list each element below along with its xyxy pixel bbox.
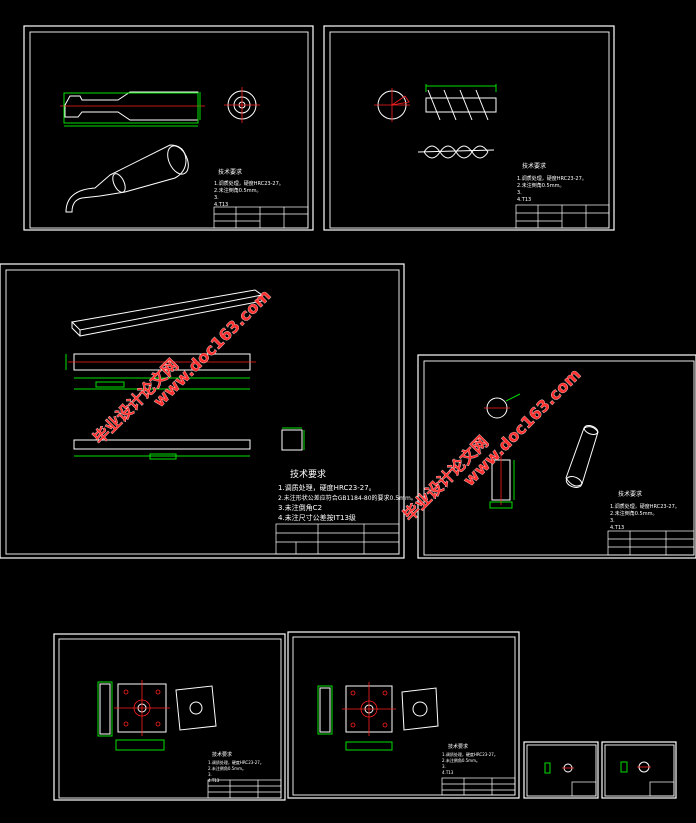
note-line: 2.未注倒角0.5mm。 — [442, 757, 480, 763]
sheet-2: 技术要求 1.调质处理，硬度HRC23-27。 2.未注倒角0.5mm。 3. … — [323, 25, 615, 231]
note-line: 3. — [517, 190, 522, 196]
rail-front-view — [65, 353, 256, 390]
note-line: 4.未注尺寸公差按IT13级 — [278, 513, 356, 522]
title-block — [275, 523, 400, 555]
plate-top-view — [115, 739, 165, 751]
notes-heading: 技术要求 — [522, 162, 546, 170]
note-line: 4.T13 — [214, 202, 228, 208]
note-line: 1.调质处理，硬度HRC23-27。 — [517, 175, 587, 182]
watermark-url-text: www.doc163.com — [459, 365, 584, 490]
technical-notes-4: 技术要求 1.调质处理，硬度HRC23-27。 2.未注倒角0.5mm。 3. … — [610, 490, 680, 531]
technical-notes-3: 技术要求 1.调质处理，硬度HRC23-27。 2.未注形状公差应符合GB118… — [278, 468, 417, 522]
notes-heading: 技术要求 — [290, 468, 326, 480]
notes-heading: 技术要求 — [212, 751, 232, 758]
note-line: 3. — [610, 518, 615, 524]
note-line: 1.调质处理，硬度HRC23-27。 — [214, 180, 284, 187]
title-block — [213, 206, 309, 229]
rail-section-view — [281, 427, 305, 451]
note-line: 3. — [442, 764, 446, 769]
note-line: 3. — [214, 195, 219, 201]
notes-heading: 技术要求 — [618, 490, 642, 498]
notes-heading: 技术要求 — [448, 743, 468, 750]
sleeve-3d-view — [565, 425, 599, 488]
plate-section-view — [97, 681, 113, 737]
note-line: 1.调质处理，硬度HRC23-27。 — [610, 503, 680, 510]
note-line: 1.调质处理，硬度HRC23-27。 — [208, 759, 264, 765]
note-line: 3. — [208, 772, 212, 777]
rail-bottom-view — [73, 439, 251, 460]
sheet-1: 技术要求 1.调质处理，硬度HRC23-27。 2.未注倒角0.5mm。 3. … — [23, 25, 314, 231]
title-block — [515, 204, 610, 229]
nozzle-3d-view — [65, 144, 189, 213]
technical-notes-6: 技术要求 1.调质处理，硬度HRC23-27。 2.未注倒角0.5mm。 3. … — [442, 743, 498, 775]
note-line: 2.未注倒角0.5mm。 — [517, 182, 564, 189]
sheet-5: 技术要求 1.调质处理，硬度HRC23-27。 2.未注倒角0.5mm。 3. … — [53, 633, 286, 801]
title-block — [607, 530, 695, 556]
note-line: 2.未注倒角0.5mm。 — [610, 510, 657, 517]
sheet-3: 技术要求 1.调质处理，硬度HRC23-27。 2.未注形状公差应符合GB118… — [0, 263, 417, 559]
auger-end-view — [374, 88, 410, 122]
technical-notes-1: 技术要求 1.调质处理，硬度HRC23-27。 2.未注倒角0.5mm。 3. … — [214, 168, 284, 208]
note-line: 1.调质处理，硬度HRC23-27。 — [278, 483, 376, 492]
technical-notes-2: 技术要求 1.调质处理，硬度HRC23-27。 2.未注倒角0.5mm。 3. … — [517, 162, 587, 203]
note-line: 2.未注倒角0.5mm。 — [208, 765, 246, 771]
note-line: 3.未注倒角C2 — [278, 503, 322, 512]
note-line: 4.T13 — [610, 525, 624, 531]
title-block — [441, 777, 516, 796]
technical-notes-5: 技术要求 1.调质处理，硬度HRC23-27。 2.未注倒角0.5mm。 3. … — [208, 751, 264, 783]
plate-section-view — [317, 685, 333, 735]
rail-3d-view — [70, 289, 264, 337]
plate-3d-view — [175, 685, 217, 731]
plate-front-view — [342, 682, 396, 736]
sheet-7 — [523, 741, 599, 799]
sheet-6: 技术要求 1.调质处理，硬度HRC23-27。 2.未注倒角0.5mm。 3. … — [287, 631, 520, 799]
plate-3d-view — [401, 687, 439, 731]
sheet-4: 技术要求 1.调质处理，硬度HRC23-27。 2.未注倒角0.5mm。 3. … — [417, 354, 696, 559]
note-line: 4.T13 — [517, 197, 531, 203]
plate-front-view — [114, 680, 170, 736]
note-line: 1.调质处理，硬度HRC23-27。 — [442, 751, 498, 757]
auger-side-view — [425, 84, 497, 121]
note-line: 2.未注倒角0.5mm。 — [214, 187, 261, 194]
note-line: 2.未注形状公差应符合GB1184-80的要求0.5mm。 — [278, 494, 417, 502]
notes-heading: 技术要求 — [218, 168, 242, 176]
sleeve-end-view — [484, 393, 521, 419]
auger-3d-view — [417, 145, 495, 159]
nozzle-side-view — [60, 91, 205, 127]
sleeve-side-view — [489, 455, 515, 509]
note-line: 4.T13 — [442, 770, 454, 775]
nozzle-end-view — [224, 87, 260, 123]
sheet-8 — [601, 741, 677, 799]
watermark-4: www.doc163.com — [459, 364, 585, 490]
note-line: 4.T13 — [208, 778, 220, 783]
title-block — [207, 779, 282, 799]
plate-top-view — [345, 741, 393, 751]
